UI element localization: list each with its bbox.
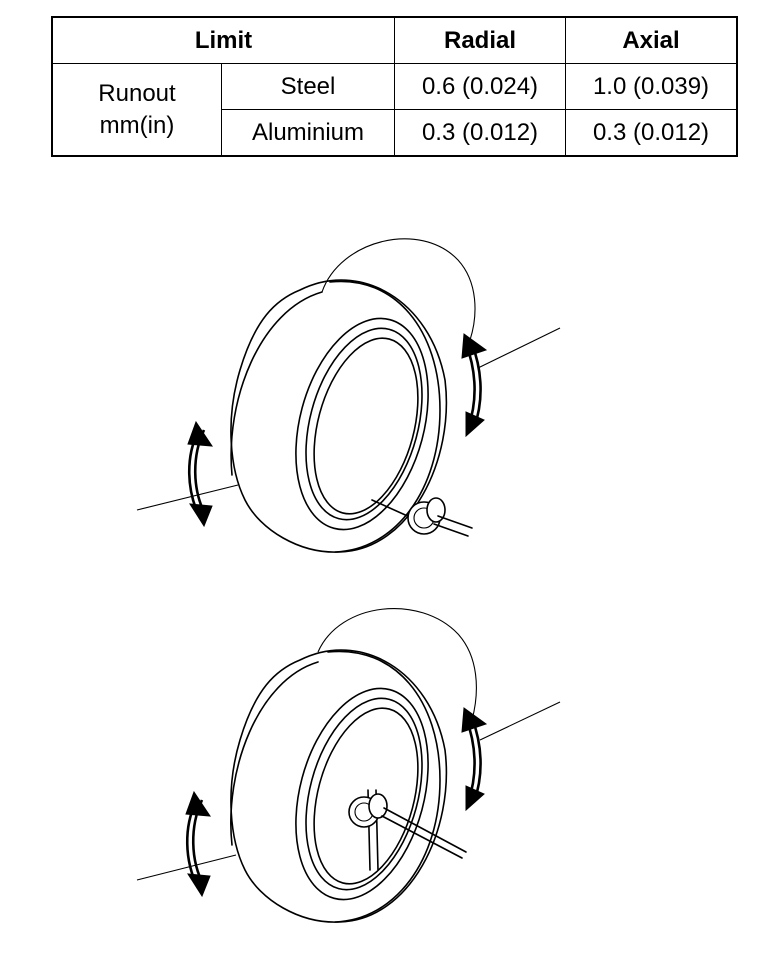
double-headed-curved-arrow-icon (461, 333, 488, 438)
material-steel: Steel (221, 63, 395, 110)
tyre-outline (230, 279, 448, 553)
rim-outer (295, 687, 429, 901)
axis-line (477, 327, 561, 369)
gauge-stem (371, 499, 413, 519)
material-aluminium: Aluminium (221, 109, 395, 157)
table-row: Aluminium 0.3 (0.012) 0.3 (0.012) (52, 109, 738, 157)
steel-axial-value: 1.0 (0.039) (565, 63, 738, 110)
dial-body (368, 793, 388, 819)
double-headed-curved-arrow-icon (185, 790, 211, 898)
radial-runout-figure (0, 200, 768, 580)
steel-radial-value: 0.6 (0.024) (394, 63, 566, 110)
tyre-inner-edge (327, 650, 441, 923)
gauge-rod (383, 807, 467, 853)
tyre-outline (230, 649, 448, 923)
table-header-row: Limit Radial Axial (51, 16, 738, 64)
runout-unit: mm(in) (99, 111, 175, 139)
header-axial: Axial (565, 16, 738, 64)
dial-body (426, 497, 446, 523)
tyre-inner-edge (329, 280, 441, 553)
rotation-path-line (321, 238, 476, 341)
axis-line (136, 854, 237, 881)
tyre-sidewall (230, 291, 323, 476)
rotation-path-line (317, 607, 477, 721)
gauge-rod (437, 515, 473, 529)
axis-line (479, 701, 561, 741)
runout-label: Runout (98, 79, 176, 107)
runout-limit-table: Limit Radial Axial Runout mm(in) Steel 0… (51, 16, 738, 157)
tyre-sidewall (230, 661, 319, 846)
header-radial: Radial (394, 16, 566, 64)
header-limit: Limit (51, 16, 395, 64)
aluminium-axial-value: 0.3 (0.012) (565, 109, 738, 157)
gauge-rod (433, 523, 469, 537)
rim-hub (313, 337, 419, 515)
aluminium-radial-value: 0.3 (0.012) (394, 109, 566, 157)
double-headed-curved-arrow-icon (461, 707, 488, 812)
wheel-axial-runout-dial-gauge-illustration (136, 607, 561, 923)
rim-inner (305, 327, 423, 521)
rim-hub (313, 707, 419, 885)
table-row: Runout mm(in) Steel 0.6 (0.024) 1.0 (0.0… (51, 63, 738, 157)
rim-outer (295, 317, 429, 531)
wheel-radial-runout-dial-gauge-illustration (136, 238, 561, 553)
rim-inner (305, 697, 423, 891)
double-headed-curved-arrow-icon (187, 420, 213, 528)
gauge-rod (381, 815, 463, 859)
runout-label-cell: Runout mm(in) (51, 63, 222, 157)
axial-runout-figure (0, 580, 768, 956)
axis-line (136, 484, 239, 511)
